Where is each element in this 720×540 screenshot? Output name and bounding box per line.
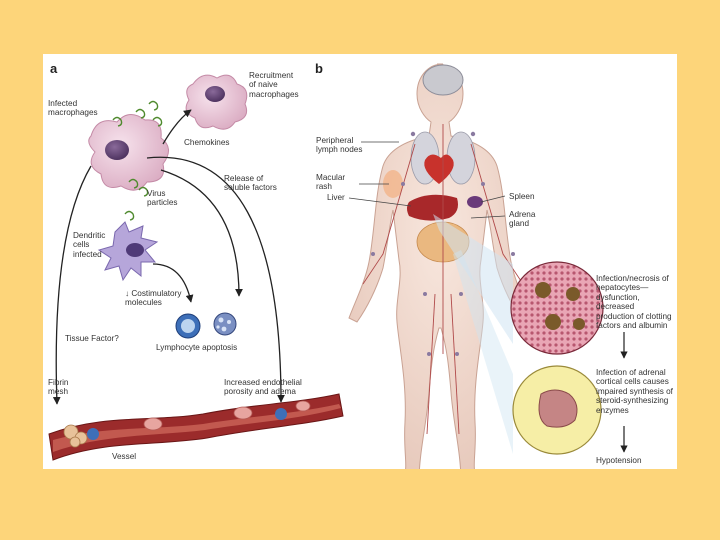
vessel-lymphocyte-2	[275, 408, 287, 420]
adrenal-cell	[539, 390, 577, 427]
costimulatory-label: ↓ Costimulatory molecules	[125, 289, 181, 308]
chemokines-label: Chemokines	[184, 138, 230, 147]
panel-a-letter: a	[50, 61, 57, 76]
spleen	[467, 196, 483, 208]
hepatocytes-label: Infection/necrosis of hepatocytes— dysfu…	[596, 274, 677, 330]
lymphocyte-label: Lymphocyte apoptosis	[156, 343, 237, 352]
dendritic-nucleus	[126, 243, 144, 257]
adrena-label: Adrena gland	[509, 210, 535, 229]
naive-macrophage	[186, 75, 247, 129]
figure-panel: a Infected macrophages Recruitment of na…	[43, 54, 677, 469]
brain	[423, 65, 463, 95]
endothelial-label: Increased endothelial porosity and adema	[224, 378, 302, 397]
release-label: Release of soluble factors	[224, 174, 277, 193]
recruitment-label: Recruitment of naive macrophages	[249, 71, 299, 99]
panel-b-drawing	[349, 64, 624, 469]
liver-label: Liver	[327, 193, 345, 202]
panel-a-drawing	[49, 75, 343, 460]
vessel-lymphocyte	[87, 428, 99, 440]
macrophage-nucleus	[205, 86, 225, 102]
figure-drawing	[43, 54, 677, 469]
tissue-factor-label: Tissue Factor?	[65, 334, 119, 343]
apoptotic-lymphocyte	[214, 313, 236, 335]
dendritic-label: Dendritic cells infected	[73, 231, 105, 259]
adrenal-cells-label: Infection of adrenal cortical cells caus…	[596, 368, 673, 415]
lymphocyte-nucleus	[181, 319, 195, 333]
virus-particles-label: Virus particles	[147, 189, 178, 208]
vessel-label: Vessel	[112, 452, 136, 461]
fibrin-label: Fibrin mesh	[48, 378, 68, 397]
infected-macrophage-nucleus	[105, 140, 129, 160]
macular-label: Macular rash	[316, 173, 345, 192]
hepatocyte-tissue	[511, 262, 603, 354]
infected-macrophages-label: Infected macrophages	[48, 99, 98, 118]
panel-b-letter: b	[315, 61, 323, 76]
hypotension-label: Hypotension	[596, 456, 642, 465]
spleen-label: Spleen	[509, 192, 535, 201]
peripheral-label: Peripheral lymph nodes	[316, 136, 362, 155]
